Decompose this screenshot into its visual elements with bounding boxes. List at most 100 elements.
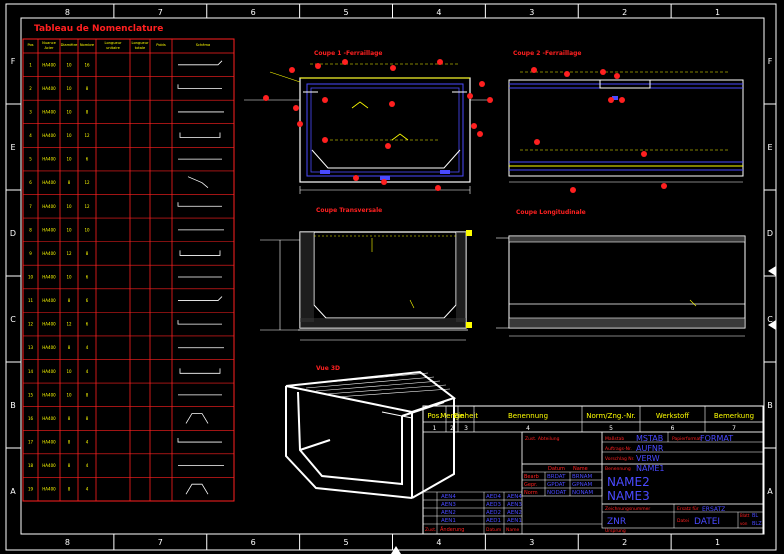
bar-shape-schematic (177, 320, 222, 325)
table-header-cell: Acier (44, 46, 54, 50)
table-cell: 8 (86, 109, 89, 114)
datum-label-2: Datum (486, 527, 501, 533)
view-title-coupe1: Coupe 1 -Ferraillage (314, 50, 382, 57)
table-cell: HA400 (42, 275, 56, 280)
col-label-top: 2 (622, 8, 627, 17)
parts-number-cell: 4 (526, 425, 530, 432)
table-cell: HA400 (42, 251, 56, 256)
vue3d-drawing (285, 370, 457, 499)
parts-number-cell: 2 (450, 425, 454, 432)
table-cell: 1 (29, 62, 32, 67)
col-label-bottom: 8 (65, 538, 70, 547)
ersatz-label: Ersatz für (677, 506, 699, 512)
table-cell: 12 (66, 322, 72, 327)
revision-date: AED4 (486, 494, 501, 500)
table-cell: 8 (86, 392, 89, 397)
table-cell: 4 (86, 369, 89, 374)
abteilung-label: Zust. Abteilung (525, 436, 560, 442)
bar-shape-schematic (187, 176, 209, 188)
bar-shape-schematic (177, 202, 222, 207)
table-cell: 10 (66, 62, 72, 67)
name3-value: NAME3 (607, 489, 650, 503)
papier-value: FORMAT (700, 434, 733, 443)
bearb-label: Bearb (524, 474, 539, 480)
table-cell: 12 (66, 251, 72, 256)
name-label-2: Name (506, 527, 520, 533)
table-cell: HA400 (42, 62, 56, 67)
table-cell: 16 (84, 62, 90, 67)
table-cell: 10 (66, 392, 72, 397)
view-title-vue3d: Vue 3D (316, 365, 340, 372)
center-mark-right-1 (768, 266, 776, 276)
table-cell: 8 (86, 416, 89, 421)
center-mark-bottom (391, 546, 401, 554)
table-cell: HA400 (42, 180, 56, 185)
revision-label: Zust. (425, 527, 436, 533)
datum-label: Datum (548, 466, 565, 472)
revision-name: AEN4 (507, 494, 522, 500)
vorschlag-value: VERW (636, 454, 660, 463)
coupe1-markers (263, 59, 493, 191)
coupe-longitudinale-drawing (496, 235, 746, 337)
table-cell: 12 (84, 180, 90, 185)
parts-header-cell: Einheit (454, 412, 478, 420)
table-cell: 10 (66, 227, 72, 232)
bar-shape-schematic (179, 368, 221, 374)
table-cell: 4 (86, 463, 89, 468)
row-label-left: E (10, 143, 15, 152)
table-cell: HA400 (42, 298, 56, 303)
table-cell: 6 (86, 298, 89, 303)
parts-number-cell: 3 (464, 425, 468, 432)
table-cell: 19 (28, 487, 34, 492)
table-cell: 8 (86, 251, 89, 256)
bar-shape-schematic (177, 84, 222, 89)
table-cell: HA400 (42, 204, 56, 209)
table-cell: HA400 (42, 463, 56, 468)
table-cell: 10 (66, 369, 72, 374)
revision-change: AEN4 (441, 494, 456, 500)
norm-datum: NODAT (547, 490, 567, 496)
bar-shape-schematic (178, 296, 223, 301)
table-cell: 12 (28, 322, 34, 327)
bar-shape-schematic (185, 483, 209, 495)
gepr-name: GPNAM (572, 482, 592, 488)
table-header-cell: Poids (156, 43, 166, 47)
norm-label: Norm (524, 490, 538, 496)
benennung-label: Benennung (605, 466, 631, 472)
outer-frame (5, 3, 777, 551)
parts-number-cell: 6 (671, 425, 675, 432)
row-label-left: B (10, 401, 16, 410)
table-cell: 10 (66, 204, 72, 209)
table-cell: 10 (66, 109, 72, 114)
table-cell: 8 (68, 345, 71, 350)
coupe2-drawing (508, 71, 744, 183)
table-header-cell: Nuance (42, 41, 56, 45)
col-label-bottom: 4 (436, 538, 441, 547)
col-label-bottom: 1 (715, 538, 720, 547)
row-label-left: A (10, 487, 16, 496)
bar-shape-schematic (178, 60, 223, 66)
datei-value: DATEI (694, 517, 720, 527)
table-cell: 10 (66, 133, 72, 138)
table-cell: 5 (29, 157, 32, 162)
table-cell: 4 (86, 487, 89, 492)
table-cell: 6 (86, 157, 89, 162)
bearb-name: BRNAM (572, 474, 592, 480)
table-cell: 11 (28, 298, 34, 303)
parts-number-cell: 1 (433, 425, 437, 432)
table-header-cell: unitaire (106, 46, 121, 50)
name-label: Name (573, 466, 588, 472)
bearb-datum: BRDAT (547, 474, 566, 480)
table-title: Tableau de Nomenclature (34, 24, 163, 34)
row-label-right: B (767, 401, 773, 410)
table-cell: 10 (66, 157, 72, 162)
table-header-cell: Pos (27, 43, 33, 47)
table-header-cell: totale (135, 46, 146, 50)
datei-label: Datei (677, 518, 689, 524)
table-cell: 8 (68, 180, 71, 185)
table-cell: 13 (28, 345, 34, 350)
